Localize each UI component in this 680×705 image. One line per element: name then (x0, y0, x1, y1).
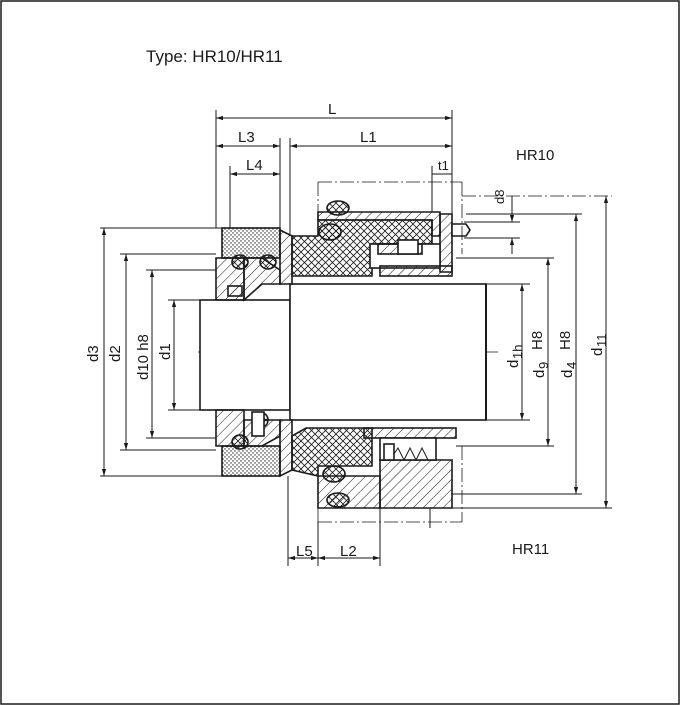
dim-d9: d 9 (531, 362, 551, 378)
dim-d10-h8: d10 h8 (135, 334, 152, 380)
dim-L1: L1 (360, 129, 377, 146)
dim-d4: d 4 (559, 362, 579, 378)
dim-t1: t1 (438, 158, 449, 173)
rotating-ring-top (291, 200, 471, 277)
dim-H8-b: H8 (557, 331, 574, 350)
dim-L: L (328, 101, 336, 118)
stationary-seat-top (215, 227, 293, 302)
dim-d8: d8 (492, 190, 507, 204)
rotating-ring-bottom (291, 427, 457, 509)
svg-text:d: d (589, 348, 606, 356)
dim-H8-a: H8 (529, 331, 546, 350)
dim-d2: d2 (107, 345, 124, 362)
dim-L3: L3 (238, 129, 255, 146)
dim-d11: d 11 (589, 334, 609, 357)
svg-text:1h: 1h (510, 345, 525, 359)
dim-d1: d1 (157, 343, 174, 360)
drawing-title: Type: HR10/HR11 (146, 47, 283, 66)
label-HR10: HR10 (516, 147, 554, 164)
svg-text:d: d (505, 360, 522, 368)
svg-text:11: 11 (594, 334, 609, 348)
dim-d1h: d 1h (505, 345, 525, 368)
svg-text:4: 4 (564, 362, 579, 369)
dim-L4: L4 (246, 157, 263, 174)
dimension-lines (100, 110, 612, 566)
svg-text:9: 9 (536, 362, 551, 369)
shaft-sleeve (289, 283, 487, 421)
dim-d3: d3 (85, 345, 102, 362)
dim-L5: L5 (296, 543, 313, 560)
dim-L2: L2 (340, 543, 357, 560)
svg-text:d: d (559, 370, 576, 378)
stationary-seat-bottom (215, 409, 293, 478)
label-HR11: HR11 (512, 541, 549, 558)
shaft-stub (199, 299, 291, 411)
svg-text:d: d (531, 370, 548, 378)
